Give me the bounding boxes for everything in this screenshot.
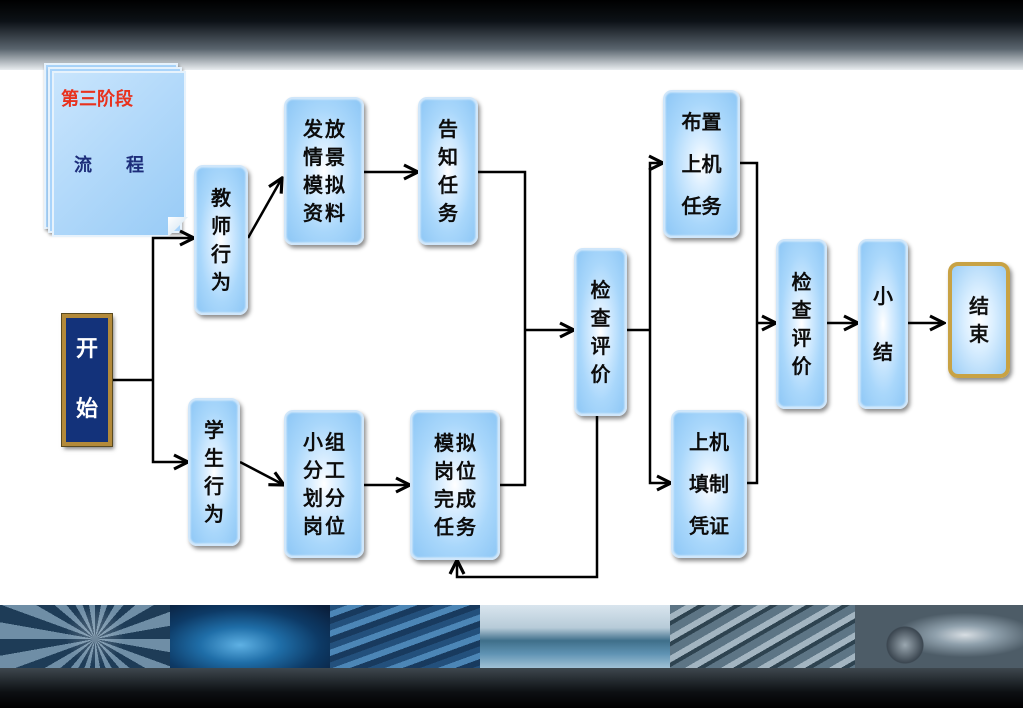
- node-char: 检: [590, 278, 611, 302]
- end-char-2: 束: [969, 322, 989, 346]
- node-row: 填制: [689, 472, 729, 496]
- arrow-student-group: [239, 460, 284, 485]
- node-char: 价: [590, 362, 611, 386]
- group-division-node: 小 组 分 工 划 分 岗 位: [284, 410, 364, 558]
- node-char: 为: [211, 270, 231, 294]
- start-node: 开 始: [61, 313, 113, 447]
- start-char-1: 开: [75, 337, 98, 362]
- top-banner: [0, 0, 1023, 70]
- globe-image: [170, 605, 330, 670]
- inform-task-node: 告 知 任 务: [418, 97, 478, 245]
- stage-label: 第三阶段: [61, 89, 133, 110]
- node-char: 拟: [325, 173, 345, 197]
- simulate-task-node: 模 拟 岗 位 完 成 任 务: [410, 410, 500, 560]
- node-char: 组: [325, 430, 345, 454]
- end-char-1: 结: [969, 294, 989, 318]
- node-char: 结: [873, 340, 893, 364]
- node-row: 布置: [681, 110, 722, 134]
- document-image: [330, 605, 480, 670]
- arrow-teacher-release: [246, 178, 282, 239]
- keys-image: [855, 605, 1023, 670]
- assign-computer-task-node: 布置 上机 任务: [663, 90, 740, 238]
- photo-strip: [0, 605, 1023, 670]
- arrow-to-assign: [650, 163, 663, 330]
- node-char: 评: [791, 326, 812, 350]
- node-char: 小: [873, 284, 893, 308]
- node-char: 位: [325, 514, 345, 538]
- node-char: 任: [438, 173, 458, 197]
- node-char: 教: [211, 186, 231, 210]
- line-fill-merge: [747, 323, 759, 485]
- end-node: 结 束: [948, 262, 1010, 378]
- node-char: 资: [303, 201, 323, 225]
- node-char: 小: [303, 430, 323, 454]
- arrow-feedback-simulate: [457, 416, 599, 579]
- node-char: 景: [325, 145, 345, 169]
- node-char: 师: [211, 214, 231, 238]
- line-inform-merge: [478, 170, 527, 330]
- node-char: 知: [438, 145, 458, 169]
- node-char: 料: [325, 201, 345, 225]
- node-char: 完: [434, 487, 454, 511]
- landscape-image: [480, 605, 670, 670]
- keyboard-image: [670, 605, 855, 670]
- node-char: 岗: [303, 514, 323, 538]
- node-char: 查: [590, 306, 611, 330]
- node-char: 行: [211, 242, 231, 266]
- node-char: 放: [325, 117, 345, 141]
- release-materials-node: 发 放 情 景 模 拟 资 料: [284, 97, 364, 245]
- arrow-to-student: [151, 380, 188, 462]
- arrow-to-fill: [648, 330, 671, 483]
- node-char: 位: [456, 459, 476, 483]
- node-char: 行: [204, 474, 224, 498]
- student-behavior-node: 学 生 行 为: [188, 398, 240, 546]
- node-char: 分: [325, 486, 345, 510]
- node-char: 工: [325, 458, 345, 482]
- node-row: 凭证: [689, 514, 729, 538]
- node-char: 分: [303, 458, 323, 482]
- card-sheet-front: [52, 71, 186, 237]
- flow-label: 流 程: [74, 155, 152, 176]
- node-row: 上机: [689, 430, 729, 454]
- node-char: 任: [434, 515, 454, 539]
- node-char: 学: [204, 418, 224, 442]
- node-char: 划: [303, 486, 323, 510]
- stage-title-card: 第三阶段 流 程: [44, 63, 188, 239]
- node-char: 查: [791, 298, 812, 322]
- node-char: 岗: [434, 459, 454, 483]
- start-char-2: 始: [75, 397, 98, 422]
- node-char: 为: [204, 502, 224, 526]
- node-char: 价: [791, 354, 812, 378]
- compass-image: [0, 605, 170, 670]
- node-char: 告: [438, 117, 458, 141]
- fill-vouchers-node: 上机 填制 凭证: [671, 410, 747, 558]
- line-assign-merge: [740, 161, 759, 323]
- check-evaluate-node-2: 检 查 评 价: [776, 239, 827, 409]
- node-char: 拟: [456, 431, 476, 455]
- arrow-to-teacher: [151, 238, 194, 380]
- node-char: 发: [303, 117, 323, 141]
- teacher-behavior-node: 教 师 行 为: [194, 165, 248, 315]
- node-char: 生: [204, 446, 224, 470]
- check-evaluate-node-1: 检 查 评 价: [574, 248, 627, 416]
- node-char: 评: [590, 334, 611, 358]
- node-row: 任务: [681, 194, 722, 218]
- line-simulate-merge: [500, 330, 527, 487]
- bottom-banner: [0, 668, 1023, 708]
- node-char: 成: [456, 487, 476, 511]
- node-char: 务: [438, 201, 458, 225]
- node-char: 务: [456, 515, 476, 539]
- node-row: 上机: [681, 152, 722, 176]
- summary-node: 小 结: [858, 239, 908, 409]
- node-char: 检: [791, 270, 812, 294]
- node-char: 模: [434, 431, 454, 455]
- node-char: 情: [303, 145, 323, 169]
- node-char: 模: [303, 173, 323, 197]
